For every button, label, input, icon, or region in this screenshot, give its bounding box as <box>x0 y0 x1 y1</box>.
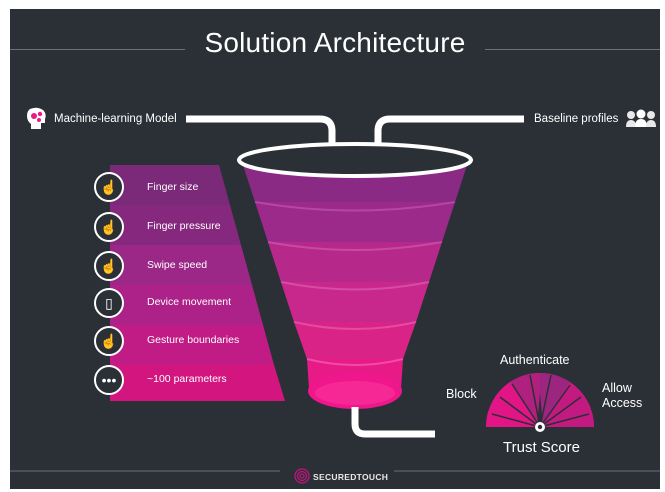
funnel <box>237 142 473 409</box>
more-icon: ••• <box>94 365 124 395</box>
parameter-label-swipe-speed: Swipe speed <box>147 259 208 271</box>
funnel-band-5 <box>294 322 416 359</box>
ml-brain-icon <box>27 107 46 129</box>
parameter-label-finger-size: Finger size <box>147 181 199 193</box>
gesture-boundaries-icon: ☝ <box>94 326 124 356</box>
ml-model-pipe <box>186 115 336 169</box>
finger-size-icon: ☝ <box>94 172 124 202</box>
title-rule-right <box>485 49 660 50</box>
architecture-diagram <box>10 115 660 472</box>
device-movement-icon: ▯ <box>94 288 124 318</box>
brand-name: SECUREDTOUCH <box>313 472 389 482</box>
funnel-band-2 <box>255 202 455 242</box>
parameter-label-device-movement: Device movement <box>147 296 232 308</box>
baseline-profiles-label: Baseline profiles <box>534 113 619 125</box>
baseline-pipe <box>374 115 524 169</box>
parameter-label-finger-pressure: Finger pressure <box>147 220 221 232</box>
gauge-label-access: Access <box>602 396 643 410</box>
funnel-band-3 <box>268 242 442 282</box>
funnel-bottom-shine <box>315 381 395 405</box>
page-title: Solution Architecture <box>204 27 466 58</box>
trust-score-gauge <box>485 372 595 432</box>
trust-score-caption: Trust Score <box>503 439 580 456</box>
gauge-label-block: Block <box>446 387 477 401</box>
funnel-rim <box>237 142 473 178</box>
swipe-speed-icon: ☝ <box>94 251 124 281</box>
fingerprint-logo-icon <box>294 468 310 484</box>
output-pipe <box>351 407 435 438</box>
funnel-band-4 <box>281 282 429 322</box>
ml-model-label: Machine-learning Model <box>54 113 177 125</box>
parameter-label-gesture-boundaries: Gesture boundaries <box>147 334 240 346</box>
slide: Solution Architecture <box>10 9 660 489</box>
people-group-icon <box>626 109 656 127</box>
parameter-bands <box>110 165 285 401</box>
parameter-label-more: ~100 parameters <box>147 373 227 385</box>
gauge-label-authenticate: Authenticate <box>500 353 570 367</box>
finger-pressure-icon: ☝ <box>94 212 124 242</box>
gauge-needle <box>537 393 543 427</box>
title-rule-left <box>10 49 185 50</box>
gauge-label-allow: Allow <box>602 381 632 395</box>
